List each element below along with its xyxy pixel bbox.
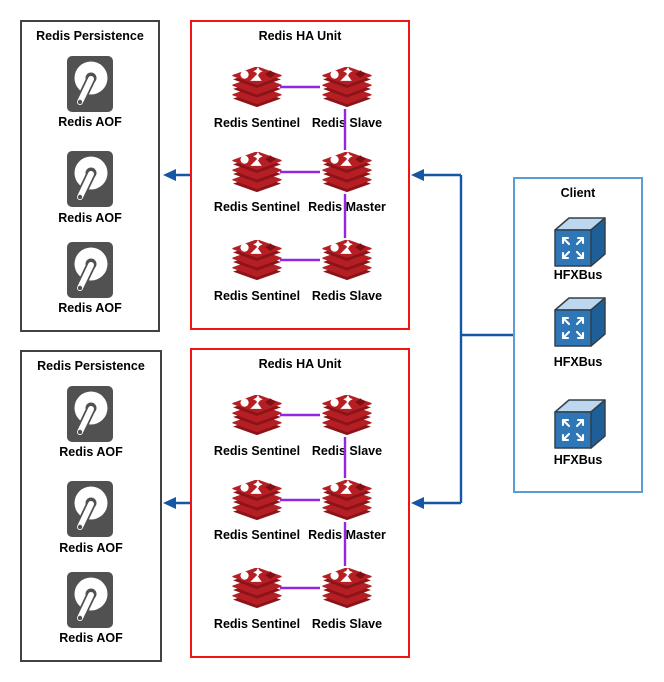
redis-aof-label: Redis AOF — [59, 631, 123, 645]
redis-icon — [232, 395, 282, 439]
client-trunk-arrowheads — [411, 169, 424, 509]
redis-master-label: Redis Master — [308, 528, 386, 542]
disk-icon — [67, 481, 113, 537]
redis-sentinel-label: Redis Sentinel — [213, 289, 301, 303]
redis-sentinel-label: Redis Sentinel — [213, 617, 301, 631]
redis-icon — [232, 240, 282, 284]
cube-icon — [553, 292, 607, 350]
redis-sentinel-label: Redis Sentinel — [213, 116, 301, 130]
cube-icon — [553, 394, 607, 452]
disk-icon — [67, 56, 113, 112]
redis-slave-label: Redis Slave — [311, 617, 383, 631]
ha-unit-box-2: Redis HA Unit Redis Sentinel Redis Slave… — [190, 348, 410, 658]
ha-to-persistence-arrowheads — [163, 169, 176, 509]
ha-unit-box-1: Redis HA Unit Redis Sentinel Redis Slave… — [190, 20, 410, 330]
redis-aof-label: Redis AOF — [58, 301, 122, 315]
cube-icon — [553, 212, 607, 270]
ha-unit-2-title: Redis HA Unit — [258, 357, 342, 371]
redis-icon — [232, 480, 282, 524]
redis-icon — [322, 480, 372, 524]
redis-icon — [322, 240, 372, 284]
hfxbus-label: HFXBus — [553, 355, 603, 369]
redis-slave-label: Redis Slave — [311, 116, 383, 130]
ha-to-persistence-lines — [172, 173, 190, 505]
redis-aof-label: Redis AOF — [58, 211, 122, 225]
persistence-box-1: Redis Persistence Redis AOF Redis AOF Re… — [20, 20, 160, 332]
redis-slave-label: Redis Slave — [311, 289, 383, 303]
persistence-box-1-title: Redis Persistence — [36, 29, 144, 43]
client-box-title: Client — [560, 186, 596, 200]
redis-sentinel-label: Redis Sentinel — [213, 528, 301, 542]
disk-icon — [67, 386, 113, 442]
redis-aof-label: Redis AOF — [58, 115, 122, 129]
client-trunk — [420, 173, 513, 505]
redis-sentinel-label: Redis Sentinel — [213, 200, 301, 214]
redis-icon — [232, 152, 282, 196]
redis-aof-label: Redis AOF — [59, 445, 123, 459]
disk-icon — [67, 572, 113, 628]
persistence-box-2-title: Redis Persistence — [37, 359, 145, 373]
redis-slave-label: Redis Slave — [311, 444, 383, 458]
disk-icon — [67, 242, 113, 298]
hfxbus-label: HFXBus — [553, 268, 603, 282]
persistence-box-2: Redis Persistence Redis AOF Redis AOF Re… — [20, 350, 162, 662]
redis-sentinel-label: Redis Sentinel — [213, 444, 301, 458]
redis-icon — [232, 67, 282, 111]
redis-icon — [322, 152, 372, 196]
disk-icon — [67, 151, 113, 207]
hfxbus-label: HFXBus — [553, 453, 603, 467]
redis-icon — [232, 568, 282, 612]
redis-icon — [322, 568, 372, 612]
client-box: Client HFXBus HFXBus HFXBus — [513, 177, 643, 493]
redis-aof-label: Redis AOF — [59, 541, 123, 555]
redis-master-label: Redis Master — [308, 200, 386, 214]
ha-unit-1-title: Redis HA Unit — [258, 29, 342, 43]
redis-icon — [322, 395, 372, 439]
redis-icon — [322, 67, 372, 111]
